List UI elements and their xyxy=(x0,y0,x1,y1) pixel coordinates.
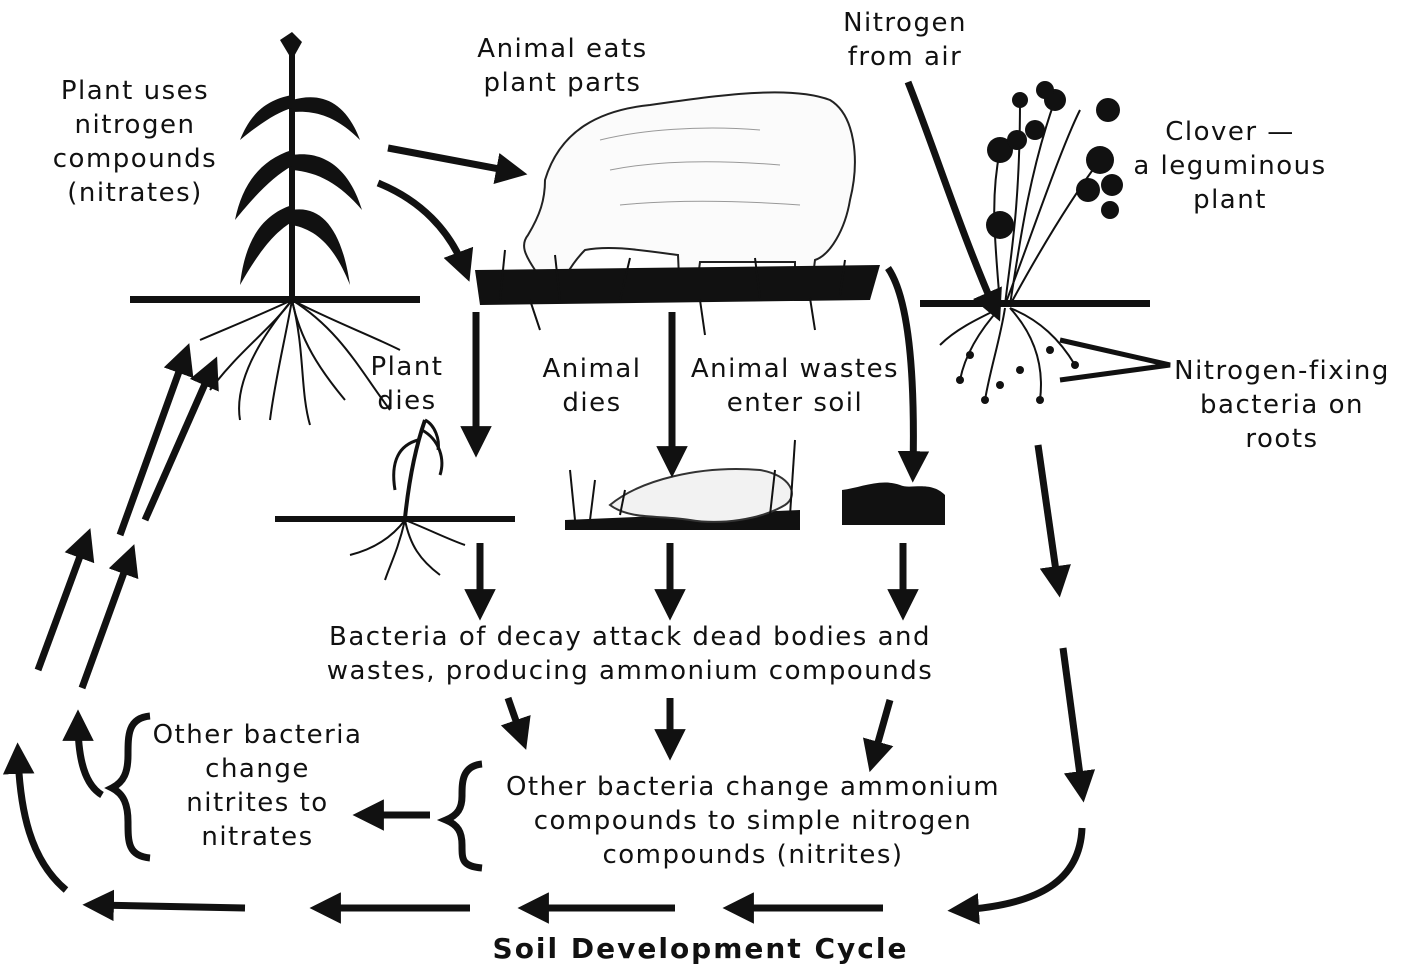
label-animal-dies: Animal dies xyxy=(532,352,652,420)
bracket-nitrites-icon xyxy=(436,760,483,872)
diagram-title: Soil Development Cycle xyxy=(492,932,909,965)
label-line: plant xyxy=(1193,185,1267,215)
label-line: Nitrogen-fixing xyxy=(1174,356,1390,386)
label-line: Clover — xyxy=(1165,117,1295,147)
label-line: roots xyxy=(1245,424,1319,454)
label-line: dies xyxy=(377,386,437,416)
corn-plant-icon xyxy=(130,32,420,426)
animal-wastes-soil-icon xyxy=(842,482,945,525)
label-plant-dies: Plant dies xyxy=(362,350,452,418)
label-line: Plant uses xyxy=(60,76,210,106)
label-plant-uses: Plant uses nitrogen compounds (nitrates) xyxy=(50,74,220,210)
label-line: plant parts xyxy=(483,68,642,98)
label-line: change xyxy=(205,754,310,784)
label-line: nitrogen xyxy=(74,110,196,140)
label-line: Bacteria of decay attack dead bodies and xyxy=(328,622,931,652)
label-clover: Clover — a leguminous plant xyxy=(1125,115,1335,217)
label-line: compounds (nitrites) xyxy=(602,840,904,870)
label-line: a leguminous xyxy=(1133,151,1327,181)
label-line: compounds to simple nitrogen xyxy=(533,806,973,836)
label-line: Nitrogen xyxy=(843,8,967,38)
bracket-nitrates-icon xyxy=(104,712,151,862)
label-nitrogen-from-air: Nitrogen from air xyxy=(830,6,980,74)
cycle-arrows xyxy=(2,80,1096,925)
dead-animal-icon xyxy=(565,439,800,530)
label-line: Other bacteria xyxy=(152,720,363,750)
label-line: dies xyxy=(562,388,622,418)
clover-plant-icon xyxy=(920,81,1171,404)
label-line: Plant xyxy=(370,352,444,382)
label-line: nitrates xyxy=(201,822,314,852)
label-other-bacteria-nitrites: Other bacteria change ammonium compounds… xyxy=(498,770,1008,872)
label-line: Animal wastes xyxy=(690,354,900,384)
label-other-bacteria-nitrates: Other bacteria change nitrites to nitrat… xyxy=(145,718,370,854)
label-line: nitrites to xyxy=(186,788,329,818)
label-line: from air xyxy=(847,42,963,72)
label-animal-eats: Animal eats plant parts xyxy=(460,32,665,100)
label-line: bacteria on xyxy=(1200,390,1364,420)
sheep-icon xyxy=(475,91,880,336)
label-line: compounds xyxy=(52,144,218,174)
label-line: (nitrates) xyxy=(67,178,203,208)
label-line: enter soil xyxy=(726,388,864,418)
dead-plant-icon xyxy=(275,418,515,581)
label-bacteria-decay: Bacteria of decay attack dead bodies and… xyxy=(300,620,960,688)
label-line: wastes, producing ammonium compounds xyxy=(326,656,934,686)
label-line: Animal xyxy=(542,354,642,384)
label-nitrogen-fixing: Nitrogen-fixing bacteria on roots xyxy=(1172,354,1392,456)
label-animal-wastes: Animal wastes enter soil xyxy=(686,352,904,420)
label-line: Other bacteria change ammonium xyxy=(505,772,1001,802)
label-line: Animal eats xyxy=(477,34,648,64)
